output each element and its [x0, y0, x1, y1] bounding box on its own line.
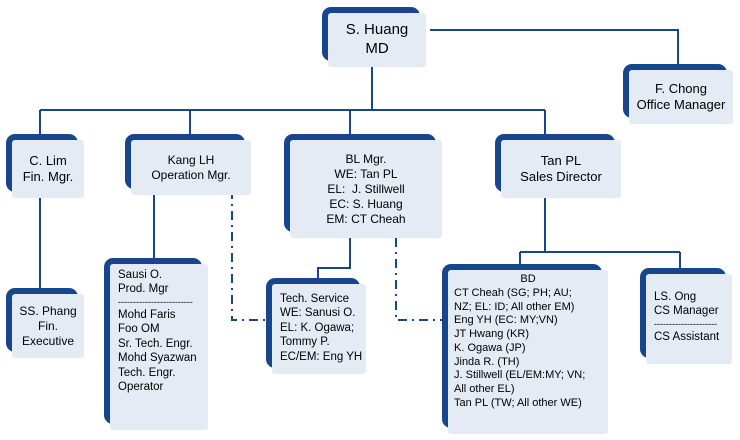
- bd-member: Tan PL (TW; All other WE): [454, 396, 582, 409]
- prod-member: Operator: [118, 380, 164, 393]
- org-node-operation-mgr: Kang LH Operation Mgr.: [125, 134, 251, 195]
- bd-member: All other EL): [454, 383, 515, 395]
- prod-divider: -------------------------: [118, 296, 193, 307]
- prod-member: Tech. Engr.: [118, 366, 176, 379]
- org-node-sales-director: Tan PL Sales Director: [495, 134, 621, 198]
- org-node-bd: BD CT Cheah (SG; PH; AU; NZ; EL: ID; All…: [442, 264, 608, 434]
- prod-member: Mohd Syazwan: [118, 352, 197, 365]
- md-name: S. Huang: [345, 21, 409, 39]
- org-node-tech-service: Tech. Service WE: Sanusi O. EL: K. Ogawa…: [266, 278, 366, 374]
- tech-title: Tech. Service: [280, 293, 350, 305]
- prod-member: Sr. Tech. Engr.: [118, 337, 193, 350]
- dotted-bl-bd: [395, 238, 448, 321]
- prod-mgr-title: Prod. Mgr: [118, 283, 169, 296]
- org-node-bl-mgr: BL Mgr. WE: Tan PL EL: J. Stillwell EC: …: [284, 134, 442, 238]
- cs-member: CS Assistant: [654, 331, 720, 343]
- bd-member: Jinda R. (TH): [454, 355, 520, 368]
- bl-title: BL Mgr.: [345, 151, 387, 166]
- node-box: BD CT Cheah (SG; PH; AU; NZ; EL: ID; All…: [448, 270, 608, 434]
- prod-member: Mohd Faris: [118, 309, 176, 321]
- org-node-cs: LS. Ong CS Manager ---------------------…: [640, 268, 732, 364]
- md-title: MD: [365, 40, 389, 57]
- connector-office: [430, 29, 679, 64]
- org-node-fin-executive: SS. Phang Fin. Executive: [6, 288, 84, 358]
- finexec-title-2: Executive: [21, 333, 75, 348]
- node-box: Tech. Service WE: Sanusi O. EL: K. Ogawa…: [272, 284, 366, 374]
- node-box: C. Lim Fin. Mgr.: [12, 140, 84, 198]
- bd-member: Eng YH (EC: MY;VN): [454, 314, 558, 327]
- bd-title: BD: [520, 273, 536, 285]
- office-title: Office Manager: [636, 97, 726, 112]
- finexec-name: SS. Phang: [19, 303, 77, 318]
- bd-member: CT Cheah (SG; PH; AU;: [454, 286, 572, 299]
- tech-we: WE: Sanusi O.: [280, 307, 356, 320]
- org-node-fin-mgr: C. Lim Fin. Mgr.: [6, 134, 84, 198]
- bd-member: JT Hwang (KR): [454, 328, 529, 340]
- connector-tech: [317, 238, 351, 278]
- node-box: Kang LH Operation Mgr.: [131, 140, 251, 195]
- op-name: Kang LH: [167, 152, 215, 167]
- dotted-op-tech: [231, 190, 272, 321]
- node-box: SS. Phang Fin. Executive: [12, 294, 84, 358]
- office-name: F. Chong: [654, 80, 708, 96]
- node-box: Tan PL Sales Director: [501, 140, 621, 198]
- finexec-title-1: Fin.: [37, 318, 58, 333]
- org-node-production: Sausi O. Prod. Mgr ---------------------…: [104, 258, 208, 430]
- bd-member: K. Ogawa (JP): [454, 341, 526, 354]
- cs-divider: ---------------------: [654, 318, 717, 329]
- fin-name: C. Lim: [29, 152, 67, 168]
- sales-title: Sales Director: [520, 169, 602, 184]
- bl-em: EM: CT Cheah: [326, 211, 406, 226]
- sales-name: Tan PL: [540, 152, 582, 168]
- org-node-office-manager: F. Chong Office Manager: [623, 64, 733, 124]
- node-box: Sausi O. Prod. Mgr ---------------------…: [110, 264, 208, 430]
- prod-member: Foo OM: [118, 323, 160, 336]
- bl-we: WE: Tan PL: [334, 166, 398, 181]
- bd-member: NZ; EL: ID; All other EM): [454, 300, 575, 313]
- node-box: F. Chong Office Manager: [629, 70, 733, 124]
- cs-mgr-name: LS. Ong: [654, 291, 697, 303]
- bl-el: EL: J. Stillwell: [327, 181, 405, 196]
- cs-mgr-title: CS Manager: [654, 305, 719, 318]
- node-box: S. Huang MD: [328, 13, 426, 67]
- bl-ec: EC: S. Huang: [329, 196, 403, 211]
- bd-member: J. Stillwell (EL/EM:MY; VN;: [454, 369, 586, 382]
- org-node-md: S. Huang MD: [322, 7, 426, 67]
- fin-title: Fin. Mgr.: [22, 169, 74, 184]
- prod-mgr-name: Sausi O.: [118, 269, 163, 281]
- node-box: BL Mgr. WE: Tan PL EL: J. Stillwell EC: …: [290, 140, 442, 238]
- op-title: Operation Mgr.: [151, 167, 231, 182]
- tech-el-2: Tommy P.: [280, 336, 330, 349]
- tech-ecem: EC/EM: Eng YH: [280, 350, 363, 363]
- tech-el: EL: K. Ogawa;: [280, 321, 355, 334]
- node-box: LS. Ong CS Manager ---------------------…: [646, 274, 732, 364]
